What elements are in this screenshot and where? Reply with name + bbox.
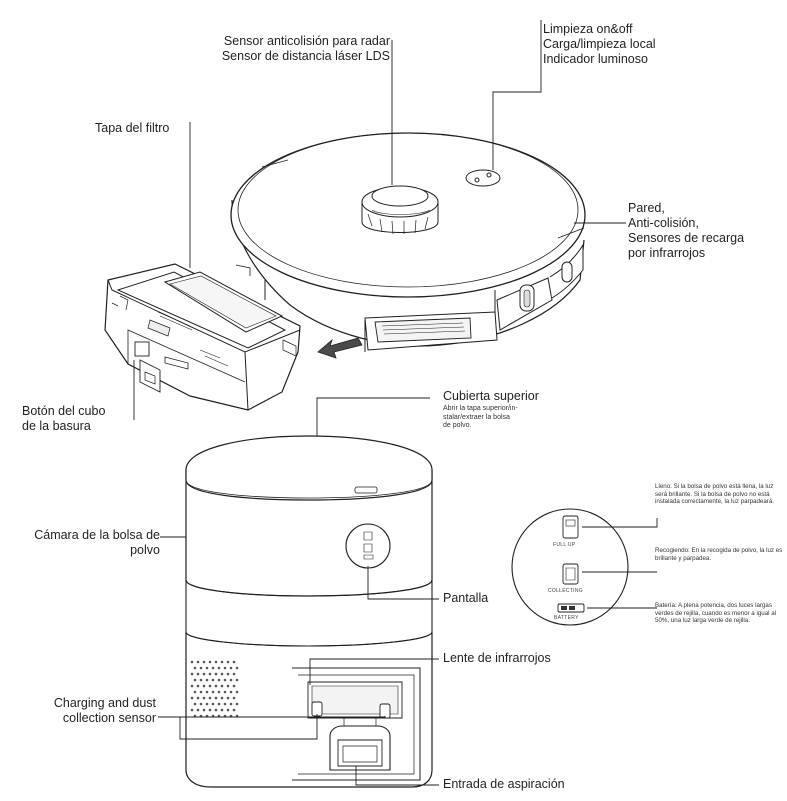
wall-sensors-line-1: Pared,: [628, 201, 665, 215]
buttons-line-3: Indicador luminoso: [543, 52, 648, 66]
speaker-grille: [190, 660, 239, 718]
buttons-label: Limpieza on&off Carga/limpieza local Ind…: [543, 22, 656, 67]
wall-sensors-label: Pared, Anti-colisión, Sensores de recarg…: [628, 201, 744, 261]
ir-lens-label: Lente de infrarrojos: [443, 651, 551, 665]
leader-lines: [133, 20, 658, 786]
top-cover-note: Abrir la tapa superior/in- stalar/extrae…: [443, 405, 518, 431]
top-cover-note-1: Abrir la tapa superior/in-: [443, 405, 518, 412]
buttons-line-1: Limpieza on&off: [543, 22, 633, 36]
display-desc-collecting: Recogiendo: En la recogida de polvo, la …: [655, 547, 783, 562]
dust-bin: [104, 263, 301, 411]
insert-arrow: [317, 337, 363, 359]
top-cover-note-3: de polvo.: [443, 422, 472, 429]
dust-chamber-line-1: Cámara de la bolsa de: [34, 528, 160, 542]
buttons-line-2: Carga/limpieza local: [543, 37, 656, 51]
wall-sensors-line-4: por infrarrojos: [628, 246, 706, 260]
top-cover-label: Cubierta superior: [443, 389, 539, 403]
dust-chamber-line-2: polvo: [130, 543, 160, 557]
filter-cover-label: Tapa del filtro: [95, 121, 170, 135]
display-code-collecting: COLLECTING: [548, 588, 583, 594]
wall-sensors-line-3: Sensores de recarga: [628, 231, 745, 245]
charging-sensor-line-1: Charging and dust: [53, 696, 156, 710]
bin-button-line-2: de la basura: [22, 419, 91, 433]
charging-sensor-label: Charging and dust collection sensor: [10, 696, 156, 726]
wall-sensors-line-2: Anti-colisión,: [628, 216, 699, 230]
robot-vacuum: [230, 132, 586, 352]
charging-sensor-line-2: collection sensor: [62, 711, 156, 725]
sensor-line-1: Sensor anticolisión para radar: [223, 34, 390, 48]
suction-inlet-label: Entrada de aspiración: [443, 777, 565, 791]
display-code-battery: BATTERY: [554, 615, 579, 621]
display-code-full: FULL UP: [553, 542, 576, 548]
bin-button-label: Botón del cubo de la basura: [22, 404, 105, 434]
display-desc-full: Lleno: Si la bolsa de polvo está llena, …: [655, 483, 775, 506]
docking-station: [185, 435, 433, 788]
screen-label: Pantalla: [443, 591, 489, 605]
display-desc-battery: Batería: A plena potencia, dos luces lar…: [655, 602, 777, 625]
sensor-label: Sensor anticolisión para radar Sensor de…: [190, 34, 390, 64]
bin-button-line-1: Botón del cubo: [22, 404, 106, 418]
display-detail: [511, 508, 629, 626]
sensor-line-2: Sensor de distancia láser LDS: [221, 49, 390, 63]
dust-chamber-label: Cámara de la bolsa de polvo: [15, 528, 160, 558]
top-cover-note-2: stalar/extraer la bolsa: [443, 413, 510, 421]
